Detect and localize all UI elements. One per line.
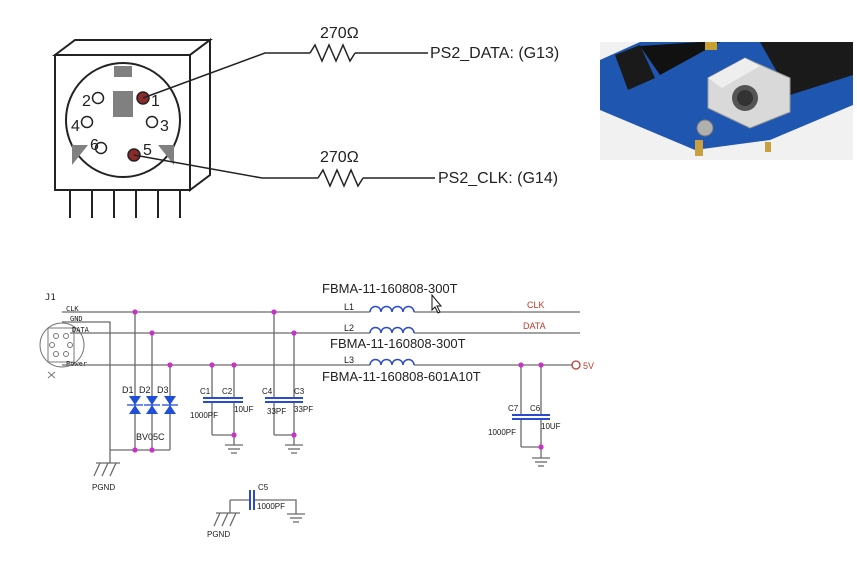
net-label-5v: 5V: [583, 361, 594, 371]
pin-label-1: 1: [151, 93, 160, 110]
c6-value: 10UF: [541, 422, 561, 431]
j1-ref: J1: [45, 293, 56, 303]
j1-pin-clk: CLK: [66, 305, 79, 313]
pin-label-4: 4: [71, 118, 80, 135]
pin-label-3: 3: [160, 118, 169, 135]
pin-label-2: 2: [82, 93, 91, 110]
l2-ref: L2: [344, 323, 354, 333]
clk-line-resistor: [133, 154, 435, 188]
ps2-clk-label: PS2_CLK: (G14): [438, 170, 558, 187]
c3-value: 33PF: [294, 405, 313, 414]
c3-ref: C3: [294, 387, 305, 396]
pgnd-label-1: PGND: [92, 483, 115, 492]
data-line-resistor: [142, 43, 428, 99]
ground-symbols: [93, 444, 550, 527]
j1-pin-data: DATA: [72, 326, 90, 334]
c1-ref: C1: [200, 387, 211, 396]
pgnd-label-2: PGND: [207, 530, 230, 539]
schematic: J1 CLK GND DATA Power: [39, 281, 594, 539]
c5-value: 1000PF: [257, 502, 285, 511]
c1-value: 1000PF: [190, 411, 218, 420]
net-label-clk: CLK: [527, 300, 545, 310]
c7-value: 1000PF: [488, 428, 516, 437]
j1-connector-symbol: [39, 322, 85, 379]
board-photo: [600, 42, 853, 160]
d1-ref: D1: [122, 385, 134, 395]
l1-part: FBMA-11-160808-300T: [322, 281, 458, 296]
mouse-cursor-icon: [431, 293, 443, 314]
pin-label-5: 5: [143, 142, 152, 159]
pin-label-6: 6: [90, 137, 99, 154]
l1-ref: L1: [344, 302, 354, 312]
d2-ref: D2: [139, 385, 151, 395]
ps2-connector-drawing: 1 2 3 4 5 6: [52, 38, 213, 218]
l3-part: FBMA-11-160808-601A10T: [322, 369, 481, 384]
l3-ref: L3: [344, 355, 354, 365]
c4-ref: C4: [262, 387, 273, 396]
tvs-diodes: [127, 396, 178, 414]
c4-value: 33PF: [267, 407, 286, 416]
resistor-bottom-value: 270Ω: [320, 149, 359, 166]
net-label-data: DATA: [523, 321, 546, 331]
ps2-data-label: PS2_DATA: (G13): [430, 45, 559, 62]
c6-ref: C6: [530, 404, 541, 413]
j1-pin-gnd: GND: [70, 315, 83, 323]
resistor-top-value: 270Ω: [320, 25, 359, 42]
c5-ref: C5: [258, 483, 269, 492]
j1-pin-power: Power: [66, 360, 87, 368]
l2-part: FBMA-11-160808-300T: [330, 336, 466, 351]
c2-ref: C2: [222, 387, 233, 396]
d3-ref: D3: [157, 385, 169, 395]
inductor-coils: [369, 305, 415, 366]
c7-ref: C7: [508, 404, 519, 413]
c2-value: 10UF: [234, 405, 254, 414]
diode-part: BV05C: [136, 432, 165, 442]
